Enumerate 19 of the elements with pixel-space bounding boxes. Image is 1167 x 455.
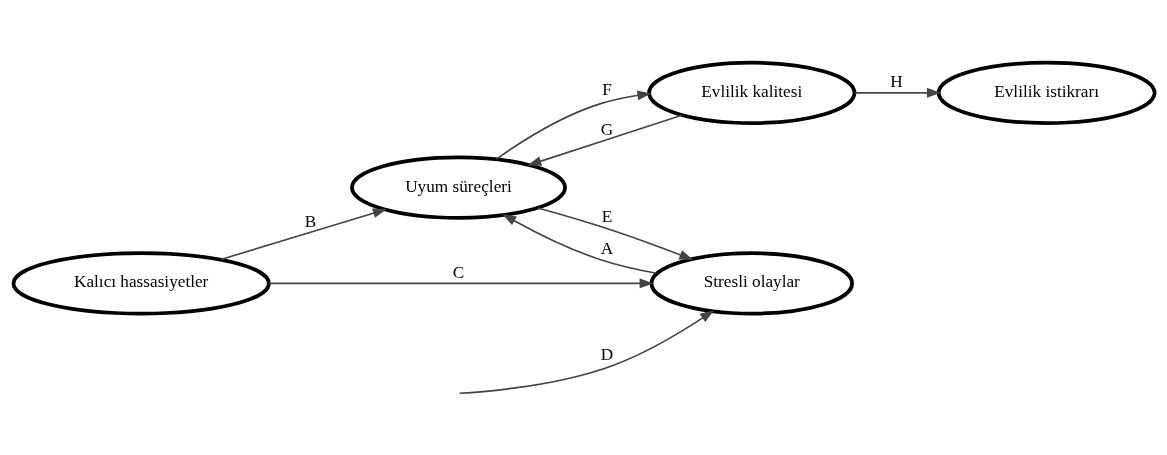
arrow: [219, 207, 387, 260]
edge-label: F: [601, 79, 612, 99]
node-ellipse: Evlilik istikrarı: [936, 60, 1156, 125]
edge-label: B: [304, 211, 316, 231]
arrow: [501, 213, 658, 274]
edge-label: D: [600, 344, 613, 364]
arrow: [267, 278, 654, 288]
arrow: [495, 89, 651, 160]
arrow: [536, 206, 693, 260]
edge-label: G: [600, 119, 613, 139]
arrow: [853, 87, 941, 98]
arrow: [526, 114, 683, 166]
edge-label: H: [889, 71, 903, 91]
node-ellipse: Kalıcı hassasiyetler: [11, 250, 271, 315]
edge-label: A: [600, 238, 613, 258]
arrow: [458, 309, 714, 394]
edge-label: C: [452, 262, 464, 282]
edge-label: E: [601, 206, 612, 226]
node-ellipse: Evlilik kalitesi: [646, 60, 856, 125]
